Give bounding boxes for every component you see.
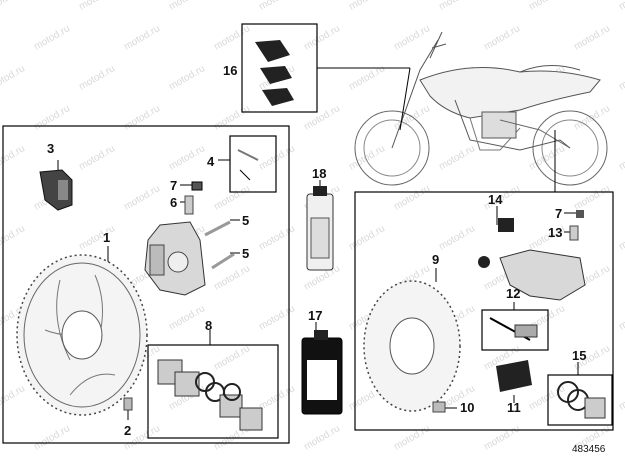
callout-14: 14 (488, 192, 503, 207)
callout-4: 4 (207, 154, 215, 169)
watermark-text: motod.ru (77, 143, 117, 172)
watermark-text: motod.ru (122, 23, 162, 52)
callout-8: 8 (205, 318, 212, 333)
front-small-parts (123, 149, 259, 411)
watermark-text: motod.ru (257, 383, 297, 412)
brake-cleaner-can (306, 186, 334, 271)
callout-7-front: 7 (170, 178, 177, 193)
frame-piston-kit-rear (547, 374, 613, 426)
watermark-text: motod.ru (257, 0, 297, 13)
watermark-text: motod.ru (392, 183, 432, 212)
watermark-text: motod.ru (392, 23, 432, 52)
front-brake-pads (39, 169, 73, 211)
callout-1: 1 (103, 230, 110, 245)
pads-kit-parts (255, 40, 294, 106)
watermark-text: motod.ru (167, 303, 207, 332)
frame-pin-kit-front (229, 135, 277, 193)
watermark-text: motod.ru (617, 63, 625, 92)
callout-17: 17 (308, 308, 322, 323)
motorcycle-illustration (354, 31, 608, 186)
watermark-text: motod.ru (212, 263, 252, 292)
watermark-text: motod.ru (212, 183, 252, 212)
watermark-text: motod.ru (482, 23, 522, 52)
watermark-text: motod.ru (77, 63, 117, 92)
callout-5-upper: 5 (242, 213, 249, 228)
watermark-text: motod.ru (572, 183, 612, 212)
callout-5-lower: 5 (242, 246, 249, 261)
watermark-text: motod.ru (302, 103, 342, 132)
callout-16: 16 (223, 63, 237, 78)
watermark-text: motod.ru (212, 103, 252, 132)
diagram-number: 483456 (572, 444, 606, 455)
watermark-text: motod.ru (617, 383, 625, 412)
watermark-text: motod.ru (257, 223, 297, 252)
watermark-text: motod.ru (0, 63, 27, 92)
watermark-text: motod.ru (77, 0, 117, 13)
watermark-text: motod.ru (257, 143, 297, 172)
watermark-text: motod.ru (0, 383, 27, 412)
watermark-text: motod.ru (347, 143, 387, 172)
frame-brake-pads-kit (241, 23, 318, 113)
watermark-text: motod.ru (77, 223, 117, 252)
watermark-text: motod.ru (617, 0, 625, 13)
front-piston-kit-parts (157, 359, 263, 431)
watermark-text: motod.ru (302, 23, 342, 52)
watermark-text: motod.ru (617, 303, 625, 332)
watermark-text: motod.ru (0, 0, 27, 13)
front-brake-disc (16, 254, 148, 416)
callout-18: 18 (312, 166, 326, 181)
frame-front-brake (2, 125, 290, 444)
watermark-text: motod.ru (347, 223, 387, 252)
watermark-text: motod.ru (572, 23, 612, 52)
watermark-text: motod.ru (437, 223, 477, 252)
frame-pin-kit-rear (481, 309, 549, 351)
callout-labels: 16 3 4 7 6 5 5 1 8 2 18 17 14 7 13 9 12 … (47, 63, 586, 438)
watermark-text: motod.ru (167, 143, 207, 172)
watermark-text: motod.ru (212, 343, 252, 372)
rear-brake-pads (496, 360, 532, 392)
callout-11: 11 (507, 400, 521, 415)
callout-7-rear: 7 (555, 206, 562, 221)
watermark-text: motod.ru (437, 143, 477, 172)
callout-13: 13 (548, 225, 562, 240)
watermark-text: motod.ru (437, 0, 477, 13)
callout-6: 6 (170, 195, 177, 210)
rear-brake-disc (363, 280, 461, 413)
callout-15: 15 (572, 348, 586, 363)
frame-rear-brake (354, 191, 614, 431)
watermark-text: motod.ru (0, 223, 27, 252)
watermark-text: motod.ru (0, 143, 27, 172)
brake-fluid-bottle (301, 330, 343, 415)
front-caliper (144, 221, 206, 296)
callout-9: 9 (432, 252, 439, 267)
watermark-text: motod.ru (122, 103, 162, 132)
watermark-text: motod.ru (167, 0, 207, 13)
watermark-text: motod.ru (32, 23, 72, 52)
watermark-text: motod.ru (482, 423, 522, 452)
watermark-text: motod.ru (392, 423, 432, 452)
callout-12: 12 (506, 286, 520, 301)
rear-pin-kit-parts (489, 317, 538, 341)
watermark-text: motod.ru (32, 423, 72, 452)
watermark-text: motod.ru (617, 143, 625, 172)
frame-piston-kit-front (147, 344, 279, 439)
watermark-text: motod.ru (257, 303, 297, 332)
callout-3: 3 (47, 141, 54, 156)
watermark-text: motod.ru (32, 103, 72, 132)
rear-piston-kit-parts (557, 381, 606, 419)
callout-10: 10 (460, 400, 474, 415)
watermark-text: motod.ru (167, 63, 207, 92)
watermark-text: motod.ru (212, 23, 252, 52)
rear-caliper (478, 210, 586, 301)
watermark-text: motod.ru (527, 0, 567, 13)
watermark-text: motod.ru (122, 183, 162, 212)
callout-2: 2 (124, 423, 131, 438)
watermark-text: motod.ru (617, 223, 625, 252)
watermark-text: motod.ru (347, 0, 387, 13)
watermark-text: motod.ru (302, 423, 342, 452)
